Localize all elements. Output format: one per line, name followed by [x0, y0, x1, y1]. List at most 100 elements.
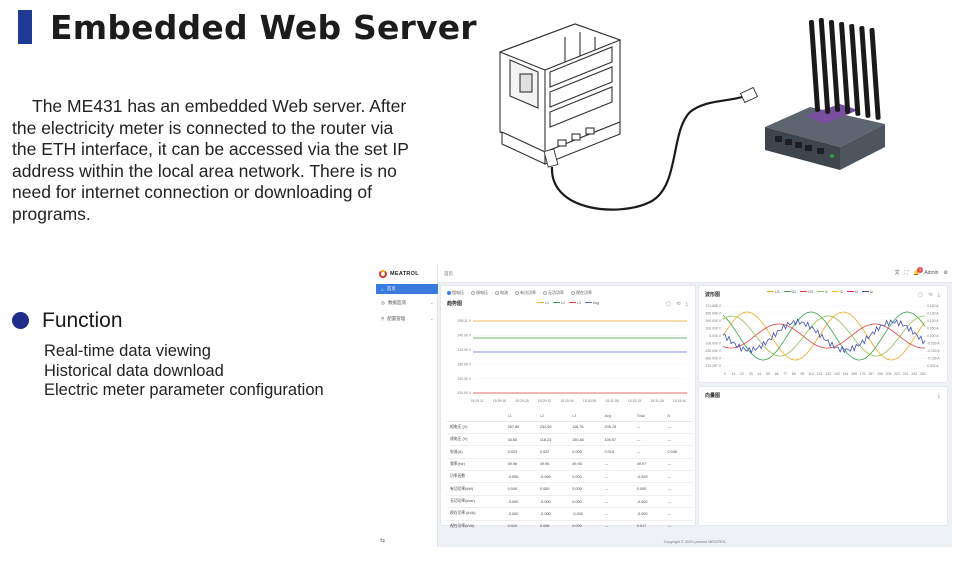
x-tick-label: 88: [792, 372, 796, 376]
table-cell: 49.96: [504, 458, 537, 472]
legend-i3[interactable]: I3: [846, 290, 858, 294]
function-heading: Function: [42, 309, 123, 332]
x-tick-label: 66: [775, 372, 779, 376]
ui-footer: Copyright © 2020-present MEATROL: [663, 540, 727, 544]
function-item: Electric meter parameter configuration: [44, 381, 324, 399]
table-cell: 0.010: [504, 520, 537, 533]
legend-l1[interactable]: L1: [537, 301, 549, 305]
legend-avg[interactable]: Avg: [585, 301, 599, 305]
table-cell: 功率因数: [447, 470, 505, 484]
legend-in[interactable]: In: [861, 290, 873, 294]
legend-u2[interactable]: U2: [783, 290, 796, 294]
table-cell: -0.000: [536, 495, 570, 509]
y-right-tick: -0.130 A: [927, 357, 940, 361]
y-left-tick: 300.000 V: [706, 312, 722, 316]
table-cell: ---: [633, 445, 665, 459]
fullscreen-icon[interactable]: ⛶: [904, 269, 909, 276]
table-cell: 0.046: [664, 445, 693, 459]
table-header: Total: [633, 412, 665, 422]
table-cell: 0.000: [633, 482, 665, 496]
x-tick-label: 15:29:18: [493, 399, 506, 403]
x-tick-label: 110: [808, 372, 814, 376]
tab-current[interactable]: 电流: [495, 290, 508, 296]
function-item: Real-time data viewing: [44, 342, 211, 360]
x-tick-label: 15:30:09: [583, 399, 596, 403]
table-cell: 无功功率(kvar): [447, 495, 505, 509]
y-right-tick: 0.050 A: [927, 327, 939, 331]
x-tick-label: 15:29:32: [538, 399, 551, 403]
x-tick-label: 143: [834, 372, 840, 376]
table-cell: 视在功率(kVA): [447, 520, 505, 533]
trend-legend: L1 L2 L3 Avg: [537, 301, 599, 305]
chevron-down-icon: ⌄: [429, 300, 434, 306]
table-cell: -0.069: [536, 470, 570, 484]
x-tick-label: 15:31:40: [673, 399, 686, 403]
title-accent-bar: [18, 10, 32, 44]
menu-item-monitoring[interactable]: ◎ 数据监测 ⌄: [381, 300, 434, 306]
table-cell: 49.96: [536, 458, 570, 472]
table-row: 视在功率 (kVA)-0.000-0.000-0.000----0.000---: [447, 507, 693, 521]
legend-u3[interactable]: U3: [800, 290, 813, 294]
x-tick-label: 15:29:11: [471, 399, 484, 403]
logo-icon: [379, 270, 387, 278]
x-tick-label: 77: [783, 372, 787, 376]
download-icon[interactable]: ⤓: [937, 393, 942, 399]
legend-u1[interactable]: U1: [767, 290, 780, 294]
x-tick-label: 22: [740, 372, 744, 376]
breadcrumb[interactable]: 首页: [444, 271, 453, 276]
table-cell: 0.015: [601, 445, 634, 459]
x-tick-label: 33: [749, 372, 753, 376]
table-header: N: [664, 412, 693, 422]
collapse-icon[interactable]: ⇆: [380, 538, 386, 544]
tab-reactive-power[interactable]: 无功功率: [543, 290, 564, 296]
legend-i2[interactable]: I2: [831, 290, 843, 294]
y-tick-label: 120.00 V: [457, 391, 471, 395]
table-cell: 116.76: [569, 421, 602, 434]
language-icon[interactable]: 文: [894, 270, 900, 276]
x-tick-label: 242: [911, 372, 917, 376]
chart-toolbar[interactable]: ▢ ⟲ ⤓: [666, 301, 690, 307]
waveform-title: 波形图: [705, 292, 721, 298]
tab-line-voltage[interactable]: 线电压: [471, 290, 488, 296]
table-cell: 0.000: [569, 445, 602, 459]
ui-topbar: 首页 文 ⛶ 🔔8 Admin ⚙: [438, 265, 952, 283]
tab-apparent-power[interactable]: 视在功率: [571, 290, 592, 296]
table-header: [447, 412, 505, 422]
x-tick-label: 176: [860, 372, 866, 376]
legend-l3[interactable]: L3: [569, 301, 581, 305]
table-cell: 电流(A): [447, 445, 505, 459]
legend-i1[interactable]: I1: [816, 290, 828, 294]
menu-item-config[interactable]: ⚲ 配置管理 ⌄: [381, 316, 434, 322]
meter-router-illustration: [498, 18, 885, 211]
x-tick-label: 209: [886, 372, 892, 376]
x-tick-label: 55: [766, 372, 770, 376]
table-cell: 0.000: [569, 470, 602, 484]
table-cell: ---: [664, 458, 693, 472]
table-cell: 频率(Hz): [447, 458, 505, 472]
menu-item-home[interactable]: ⌂ 首页: [376, 284, 438, 294]
table-cell: -0.000: [633, 507, 665, 521]
table-cell: -0.029: [633, 470, 665, 484]
table-cell: 205.78: [601, 421, 634, 434]
y-tick-label: 258.11 V: [458, 319, 472, 323]
chart-toolbar[interactable]: ▢ ⟲ ⤓: [918, 292, 942, 298]
trend-title: 趋势图: [447, 301, 463, 307]
user-name[interactable]: Admin: [924, 269, 939, 276]
wave-u3-line: [722, 323, 926, 349]
y-right-tick: 0.130 A: [927, 312, 939, 316]
ui-logo: MEATROL: [379, 269, 419, 279]
legend-l2[interactable]: L2: [553, 301, 565, 305]
tab-phase-voltage[interactable]: 相电压: [447, 290, 464, 296]
tab-active-power[interactable]: 有功功率: [515, 290, 536, 296]
table-cell: 232.90: [536, 421, 570, 434]
settings-icon[interactable]: ⚙: [943, 269, 948, 276]
table-cell: ---: [664, 507, 693, 521]
table-cell: 0.000: [569, 482, 602, 496]
bell-icon[interactable]: 🔔8: [913, 266, 924, 276]
table-header: L3: [569, 412, 602, 422]
table-header: L1: [504, 412, 537, 422]
